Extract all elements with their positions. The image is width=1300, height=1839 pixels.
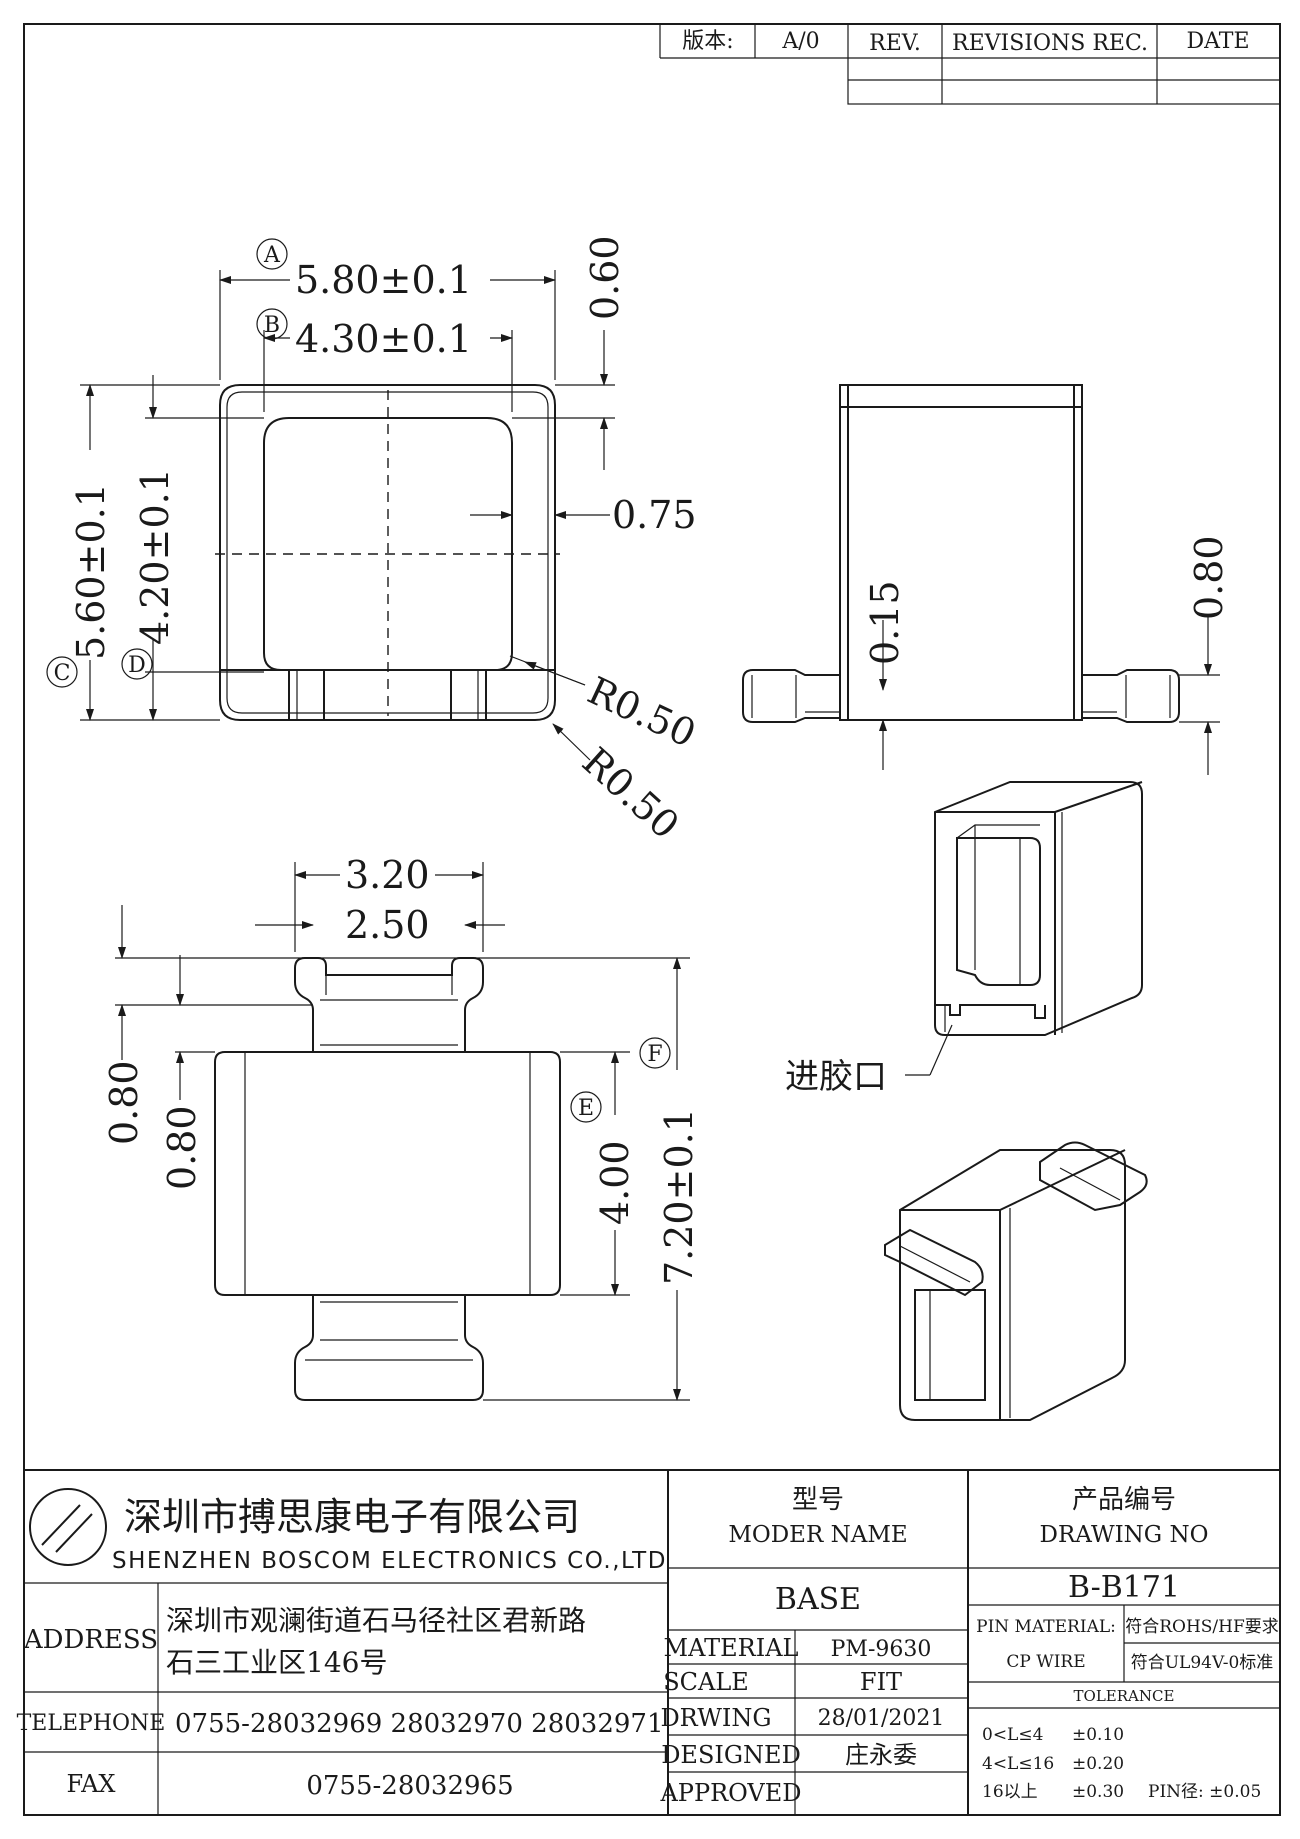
marker-e: E (570, 1091, 602, 1123)
svg-text:B: B (264, 313, 280, 338)
sheet-border (23, 23, 1281, 1816)
marker-b: B (256, 308, 288, 340)
company-logo (29, 1488, 107, 1566)
company-en: SHENZHEN BOSCOM ELECTRONICS CO.,LTD (112, 1548, 667, 1574)
ul-note: 符合UL94V-0标准 (1131, 1653, 1274, 1673)
marker-a: A (256, 238, 288, 270)
drawing-cn: 产品编号 (1072, 1485, 1176, 1515)
fax-value: 0755-28032965 (306, 1771, 513, 1801)
side-view-dimensions: 0.15 0.80 (863, 535, 1231, 775)
gate-label: 进胶口 (785, 1057, 887, 1097)
dim-side-080: 0.80 (1187, 535, 1231, 620)
company-cn: 深圳市搏思康电子有限公司 (124, 1495, 580, 1539)
telephone-value: 0755-28032969 28032970 28032971 (175, 1709, 664, 1739)
gate-label-group: 进胶口 (785, 1024, 953, 1097)
tol-row1-range: 0<L≤4 (982, 1725, 1043, 1745)
isometric-view-top (934, 781, 1143, 1036)
material-value: PM-9630 (831, 1637, 932, 1662)
address-line1: 深圳市观澜街道石马径社区君新路 (166, 1604, 586, 1637)
tol-row2-range: 4<L≤16 (982, 1754, 1054, 1774)
dim-bottom-080a: 0.80 (102, 1060, 146, 1145)
material-label: MATERIAL (664, 1634, 799, 1662)
address-label: ADDRESS (23, 1625, 158, 1655)
dim-radius-outer: R0.50 (574, 739, 688, 847)
svg-text:C: C (54, 661, 71, 686)
drawing-date-value: 28/01/2021 (818, 1706, 945, 1731)
model-value: BASE (775, 1582, 861, 1617)
isometric-view-bottom (884, 1141, 1148, 1421)
dim-wall-top: 0.60 (583, 235, 627, 320)
fax-label: FAX (67, 1770, 116, 1798)
svg-text:A: A (263, 243, 281, 268)
top-view-dimensions: 5.80±0.1 4.30±0.1 0.60 0.75 5.60±0.1 4.2… (69, 235, 702, 847)
drawing-date-label: DRWING (660, 1704, 771, 1732)
dim-height-outer: 5.60±0.1 (69, 483, 113, 660)
tol-row1-value: ±0.10 (1072, 1725, 1124, 1745)
dim-width-outer: 5.80±0.1 (295, 258, 472, 302)
dim-width-inner: 4.30±0.1 (295, 317, 472, 361)
revision-block: 版本: A/0 REV. REVISIONS REC. DATE (659, 23, 1281, 105)
rohs-note: 符合ROHS/HF要求 (1125, 1617, 1279, 1637)
svg-text:E: E (578, 1096, 594, 1121)
tolerance-header: TOLERANCE (1074, 1687, 1175, 1705)
approved-label: APPROVED (659, 1779, 801, 1807)
drawing-value: B-B171 (1068, 1570, 1180, 1605)
scale-value: FIT (860, 1668, 902, 1696)
dim-bottom-320: 3.20 (345, 853, 430, 897)
designed-value: 庄永委 (845, 1741, 917, 1769)
version-value: A/0 (781, 29, 819, 54)
version-label: 版本: (682, 29, 733, 54)
bottom-view (214, 957, 561, 1401)
dim-side-015: 0.15 (863, 580, 907, 665)
svg-text:D: D (128, 653, 146, 678)
dim-bottom-080b: 0.80 (160, 1105, 204, 1190)
address-line2: 石三工业区146号 (166, 1646, 387, 1679)
scale-label: SCALE (663, 1668, 749, 1696)
side-view (742, 384, 1180, 723)
telephone-label: TELEPHONE (17, 1711, 166, 1736)
tol-row3-range: 16以上 (982, 1782, 1038, 1802)
pin-material-label: PIN MATERIAL: (976, 1617, 1116, 1637)
marker-d: D (121, 648, 153, 680)
marker-f: F (639, 1037, 671, 1069)
tol-row2-value: ±0.20 (1072, 1754, 1124, 1774)
revisions-header: REVISIONS REC. (952, 31, 1148, 56)
date-header: DATE (1186, 29, 1249, 54)
dim-wall-side: 0.75 (612, 493, 697, 537)
model-cn: 型号 (792, 1485, 844, 1515)
pin-material-value: CP WIRE (1006, 1652, 1085, 1672)
svg-text:F: F (647, 1042, 662, 1067)
tol-pin: PIN径: ±0.05 (1148, 1782, 1261, 1802)
designed-label: DESIGNED (661, 1741, 801, 1769)
rev-header: REV. (869, 31, 921, 56)
title-block: 深圳市搏思康电子有限公司 SHENZHEN BOSCOM ELECTRONICS… (17, 1469, 1280, 1815)
drawing-en: DRAWING NO (1040, 1522, 1209, 1548)
marker-c: C (46, 656, 78, 688)
tol-row3-value: ±0.30 (1072, 1782, 1124, 1802)
dim-height-inner: 4.20±0.1 (133, 468, 177, 645)
bottom-view-dimensions: 3.20 2.50 0.80 0.80 4.00 7.20±0.1 (102, 853, 701, 1401)
top-view (215, 384, 560, 721)
model-en: MODER NAME (728, 1522, 907, 1548)
dim-bottom-400: 4.00 (593, 1140, 637, 1225)
dim-bottom-250: 2.50 (345, 903, 430, 947)
dim-bottom-720: 7.20±0.1 (657, 1108, 701, 1285)
